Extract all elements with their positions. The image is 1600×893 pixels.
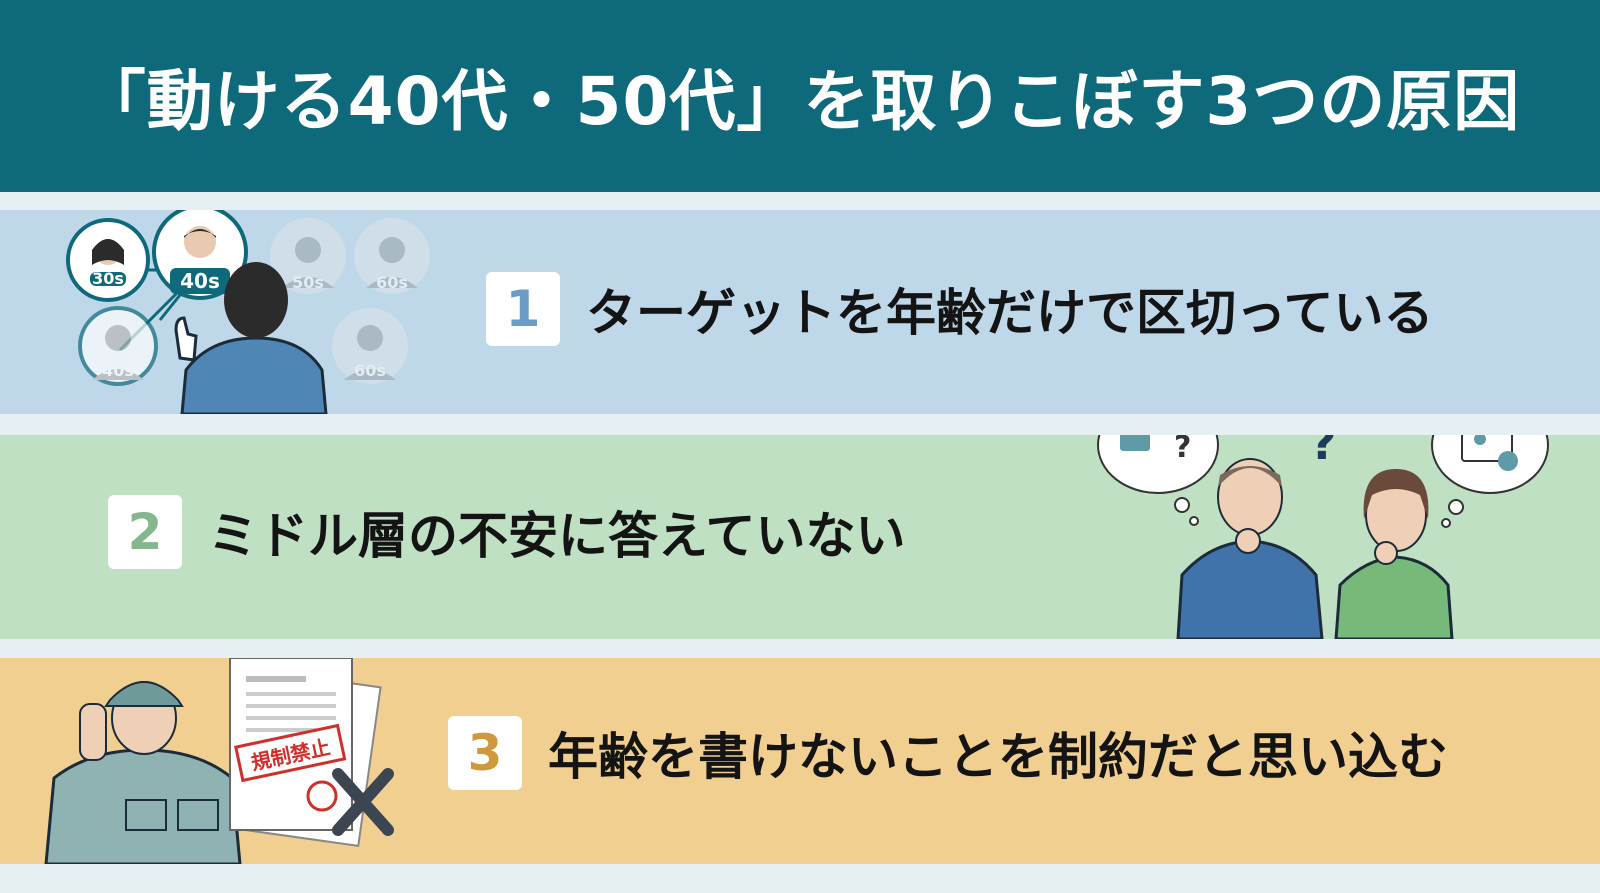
cross-icon: [332, 768, 394, 836]
document-icon: 規制禁止: [229, 658, 382, 847]
worried-couple-illustration: ? ?: [1097, 435, 1549, 639]
age-tag: 50s: [292, 273, 324, 292]
avatar-40s-man: 40s: [152, 210, 248, 300]
reason-band-1: 30s 40s 50s 60s 40s: [0, 210, 1600, 414]
age-segmentation-illustration: 30s 40s 50s 60s 40s: [66, 210, 430, 414]
footer-strip: [0, 864, 1600, 893]
worried-man: [1176, 458, 1324, 639]
avatar-30s-woman: 30s: [66, 218, 150, 302]
reason-number: 2: [108, 495, 182, 569]
age-tag: 40s: [180, 269, 220, 293]
avatar-50s: 50s: [270, 218, 346, 294]
age-tag: 60s: [376, 273, 408, 292]
reason-row-1: 1 ターゲットを年齢だけで区切っている: [486, 272, 1434, 346]
briefcase-icon: [1120, 435, 1150, 451]
age-tag: 60s: [354, 361, 386, 380]
age-tag: 30s: [92, 269, 124, 288]
clock-icon: [1498, 451, 1518, 471]
reason-row-2: 2 ミドル層の不安に答えていない: [108, 495, 906, 569]
worried-woman: [1334, 469, 1454, 639]
reason-text: ミドル層の不安に答えていない: [208, 507, 906, 565]
thought-bubble-profile: [1431, 435, 1549, 528]
header-bar: 「動ける40代・50代」を取りこぼす3つの原因: [0, 0, 1600, 192]
avatar-60s: 60s: [354, 218, 430, 294]
profile-card-icon: [1461, 435, 1513, 462]
avatar-40s-woman-grey: 40s: [78, 306, 158, 386]
reason-text: 年齢を書けないことを制約だと思い込む: [548, 728, 1448, 786]
reason-number: 3: [448, 716, 522, 790]
cap-icon: [104, 681, 184, 707]
avatar-60s-lower: 60s: [332, 308, 408, 384]
thought-bubble-job: ?: [1097, 435, 1219, 526]
reason-band-2: 2 ミドル層の不安に答えていない ? ?: [0, 435, 1600, 639]
reason-band-3: 規制禁止 3 年齢を書けないことを制約だと思い込む: [0, 658, 1600, 864]
page-title: 「動ける40代・50代」を取りこぼす3つの原因: [79, 63, 1521, 140]
reason-number: 1: [486, 272, 560, 346]
question-mark: ?: [1174, 435, 1191, 465]
age-tag: 40s: [102, 361, 134, 380]
worker-man: [44, 681, 242, 864]
reason-row-3: 3 年齢を書けないことを制約だと思い込む: [448, 716, 1448, 790]
question-mark: ?: [1310, 435, 1337, 470]
restriction-illustration: 規制禁止: [44, 658, 394, 864]
pointing-man: [174, 262, 328, 414]
reason-text: ターゲットを年齢だけで区切っている: [586, 284, 1434, 342]
